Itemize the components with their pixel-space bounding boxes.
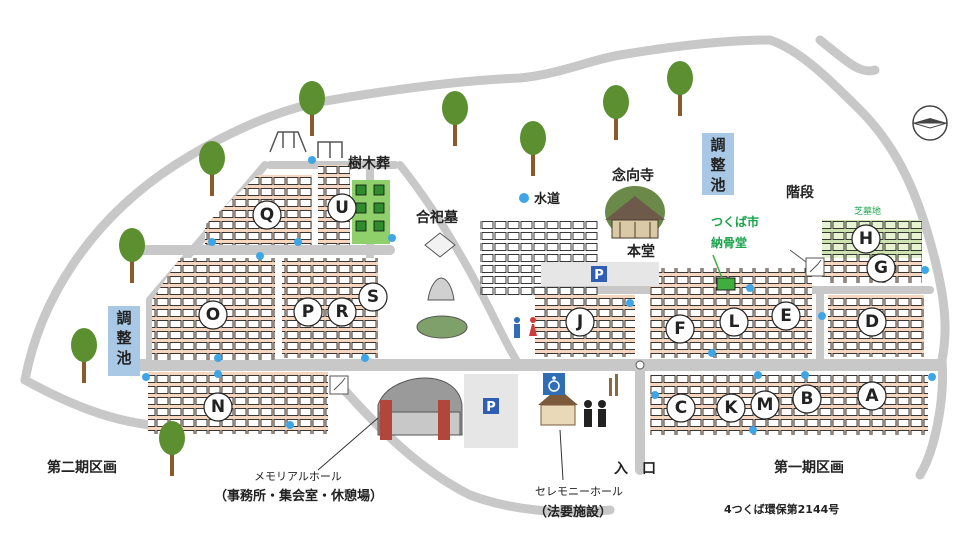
- pond-left-label-2: 整: [116, 329, 131, 347]
- restroom-icon: [514, 317, 537, 338]
- tree-icon: [603, 85, 629, 140]
- section-m-label: M: [757, 395, 774, 415]
- stairs-icon: [329, 375, 349, 395]
- leader-lines: [317, 417, 564, 481]
- water-label: 水道: [534, 191, 560, 207]
- temple-label: 念向寺: [611, 167, 654, 184]
- parking-label-top: P: [594, 268, 604, 283]
- ceremony-hall-icon: [538, 388, 606, 427]
- ceremony-hall-label: セレモニーホール: [535, 485, 623, 498]
- playground-icon: [269, 131, 343, 158]
- trees: [71, 61, 693, 476]
- pond-right-label-2: 整: [710, 156, 725, 174]
- entrance-label: 入 口: [614, 461, 656, 477]
- incense-icon: [609, 374, 618, 396]
- memorial-hall-label: メモリアルホール: [254, 470, 342, 483]
- section-d-label: D: [865, 312, 879, 332]
- section-c-label: C: [675, 398, 687, 418]
- pond-right-label-3: 池: [710, 176, 725, 194]
- communal-grave-icon: [416, 232, 468, 339]
- ossuary-icon: [712, 254, 736, 291]
- section-h-label: H: [859, 229, 873, 249]
- retention-pond-left: 調 整 池: [108, 306, 140, 376]
- ceremony-hall-sublabel: （法要施設）: [534, 504, 612, 520]
- stairs-icon-right: [789, 249, 825, 277]
- lawn-grave-label: 芝墓地: [854, 205, 881, 217]
- section-markers: [198, 193, 896, 423]
- tree-icon: [119, 228, 145, 283]
- section-f-label: F: [674, 319, 686, 339]
- ossuary-label-1: つくば市: [711, 214, 759, 229]
- section-u-label: U: [335, 198, 349, 218]
- section-l-label: L: [729, 312, 740, 332]
- section-k-label: K: [724, 398, 738, 418]
- parking-lots: P P: [464, 262, 659, 448]
- parking-icon-bottom: [483, 398, 499, 414]
- parking-label-bottom: P: [486, 400, 496, 415]
- water-points: [142, 156, 936, 434]
- section-b-label: B: [801, 389, 814, 409]
- wheelchair-icon: [543, 373, 565, 395]
- memorial-hall-icon: [377, 377, 463, 440]
- tree-icon: [442, 91, 468, 146]
- section-j-label: J: [576, 312, 583, 332]
- memorial-hall-sublabel: （事務所・集会室・休憩場）: [214, 488, 383, 504]
- section-s-label: S: [367, 287, 379, 307]
- tree-icon: [667, 61, 693, 116]
- parking-icon-top: [591, 266, 607, 282]
- section-e-label: E: [780, 306, 792, 326]
- water-point-legend: [519, 193, 529, 203]
- retention-pond-right: 調 整 池: [702, 133, 734, 195]
- permit-number: 4つくば環保第2144号: [724, 502, 839, 516]
- section-p-label: P: [302, 302, 314, 322]
- ossuary-label-2: 納骨堂: [711, 235, 747, 250]
- tree-icon: [159, 421, 185, 476]
- pond-left-label-3: 池: [116, 349, 131, 367]
- section-o-label: O: [206, 305, 220, 325]
- communal-grave-label: 合祀墓: [416, 209, 459, 226]
- tree-icon: [520, 121, 546, 176]
- stairs-label: 階段: [786, 184, 814, 201]
- tree-icon: [199, 141, 225, 196]
- section-a-label: A: [865, 386, 879, 406]
- temple-icon: [605, 186, 665, 239]
- boundary-roads: [20, 35, 950, 517]
- section-q-label: Q: [260, 205, 274, 225]
- pond-left-label-1: 調: [116, 309, 131, 327]
- tree-burial-area: [352, 180, 390, 244]
- section-r-label: R: [335, 302, 348, 322]
- map-labels: 樹木葬 合祀墓 水道 念向寺 本堂 つくば市 納骨堂 階段 芝墓地 第二期区画 …: [47, 155, 881, 520]
- phase1-label: 第一期区画: [774, 459, 844, 476]
- section-letters: Q U O P R S N J F L E D H G C K M B A: [206, 198, 888, 418]
- tree-icon: [71, 328, 97, 383]
- section-g-label: G: [874, 258, 888, 278]
- tree-burial-label: 樹木葬: [348, 155, 390, 172]
- section-n-label: N: [211, 397, 225, 417]
- tree-icon: [299, 81, 325, 136]
- pond-right-label-1: 調: [710, 136, 725, 154]
- phase2-label: 第二期区画: [47, 459, 117, 476]
- compass-icon: [912, 105, 948, 141]
- main-hall-label: 本堂: [627, 243, 655, 260]
